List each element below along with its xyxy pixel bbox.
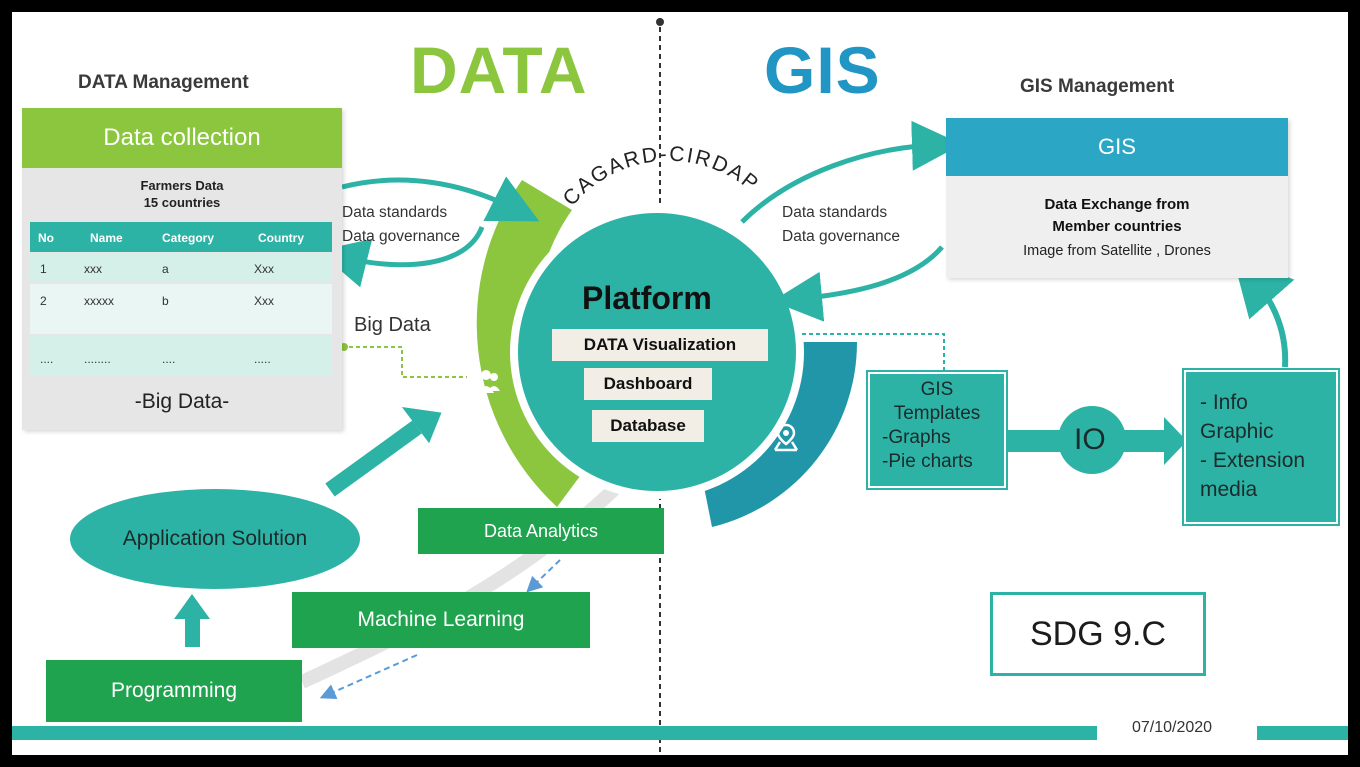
left-data-standards: Data standards <box>342 204 448 221</box>
slide-date: 07/10/2020 <box>1132 719 1213 736</box>
table-cell: ..... <box>254 352 271 366</box>
platform-item-dashboard: Dashboard <box>584 368 712 400</box>
table-cell: Xxx <box>254 294 275 308</box>
bottom-bar-right <box>1257 726 1348 740</box>
templates-line2: Templates <box>893 403 981 424</box>
templates-connector <box>802 333 945 372</box>
programming-box: Programming <box>46 660 302 722</box>
info-line3: - Extension <box>1200 449 1306 472</box>
info-line4: media <box>1200 478 1258 501</box>
platform-title: Platform <box>582 280 712 316</box>
data-analytics-box: Data Analytics <box>418 508 664 554</box>
application-solution-ellipse: Application Solution <box>70 489 360 589</box>
gis-line2: Member countries <box>1052 218 1182 235</box>
table-cell: Xxx <box>254 262 275 276</box>
table-header-country: Country <box>258 231 304 245</box>
gis-management-heading: GIS Management <box>1020 76 1175 97</box>
table-cell: ........ <box>84 352 111 366</box>
table-cell: .... <box>40 352 54 366</box>
farmers-data-line1: Farmers Data <box>140 178 224 193</box>
arrow-ml-programming <box>319 654 418 700</box>
gis-line1: Data Exchange from <box>1044 196 1190 213</box>
io-label: IO <box>1074 423 1106 456</box>
farmers-data-line2: 15 countries <box>143 195 221 210</box>
big-data-connector <box>342 346 467 378</box>
io-circle <box>1058 406 1126 474</box>
arrow-to-gis <box>740 120 962 224</box>
platform-item-data-visualization: DATA Visualization <box>552 329 768 361</box>
people-group-icon <box>468 369 504 395</box>
data-management-heading: DATA Management <box>78 72 249 93</box>
big-data-footer: -Big Data- <box>134 390 230 413</box>
gis-title: GIS <box>764 33 881 107</box>
arrow-app-to-big-data <box>325 420 422 497</box>
arrow-to-data-collection <box>317 226 485 288</box>
table-row <box>30 254 332 282</box>
gis-box-title: GIS <box>946 118 1288 176</box>
info-line2: Graphic <box>1200 420 1274 443</box>
templates-line1: GIS <box>920 379 954 400</box>
table-cell: 2 <box>40 294 47 308</box>
templates-line4: -Pie charts <box>882 451 973 472</box>
arrow-from-gis <box>772 245 944 322</box>
gis-line3: Image from Satellite , Drones <box>1023 243 1211 259</box>
table-header-no: No <box>38 231 54 245</box>
right-data-standards: Data standards <box>782 204 888 221</box>
sdg-box: SDG 9.C <box>990 592 1206 676</box>
table-cell: b <box>162 294 169 308</box>
table-cell: xxx <box>84 262 102 276</box>
data-collection-title: Data collection <box>22 108 342 168</box>
templates-line3: -Graphs <box>882 427 951 448</box>
slide: DATA GIS CAGARD-CIRDAP DATA Management D… <box>12 12 1348 755</box>
table-header-category: Category <box>162 231 215 245</box>
data-title: DATA <box>410 33 588 107</box>
right-data-governance: Data governance <box>782 228 901 245</box>
svg-text:CAGARD-CIRDAP: CAGARD-CIRDAP <box>559 143 764 211</box>
info-graphic-box: - Info Graphic - Extension media <box>1184 370 1338 524</box>
arrow-up-stem <box>185 617 200 647</box>
table-row <box>30 284 332 334</box>
blue-arc <box>702 342 858 527</box>
table-header-name: Name <box>90 231 123 245</box>
arc-title: CAGARD-CIRDAP <box>559 143 764 211</box>
left-data-governance: Data governance <box>342 228 461 245</box>
table-cell: .... <box>162 352 176 366</box>
table-row <box>30 336 332 376</box>
arrow-analytics-ml <box>526 559 561 593</box>
machine-learning-box: Machine Learning <box>292 592 590 648</box>
bottom-bar-left <box>12 726 1097 740</box>
arrow-templates-io <box>1002 430 1062 452</box>
table-cell: xxxxx <box>84 294 114 308</box>
platform-item-database: Database <box>592 410 704 442</box>
big-data-label: Big Data <box>354 314 431 336</box>
arrow-to-platform <box>341 176 540 222</box>
arrow-info-to-gis <box>1232 254 1295 368</box>
table-header <box>30 222 332 252</box>
map-pin-icon <box>772 422 800 452</box>
arrow-io-info <box>1122 430 1172 452</box>
gis-templates-box: GIS Templates -Graphs -Pie charts <box>868 372 1006 488</box>
table-cell: a <box>162 262 169 276</box>
table-cell: 1 <box>40 262 47 276</box>
info-line1: - Info <box>1200 391 1248 414</box>
